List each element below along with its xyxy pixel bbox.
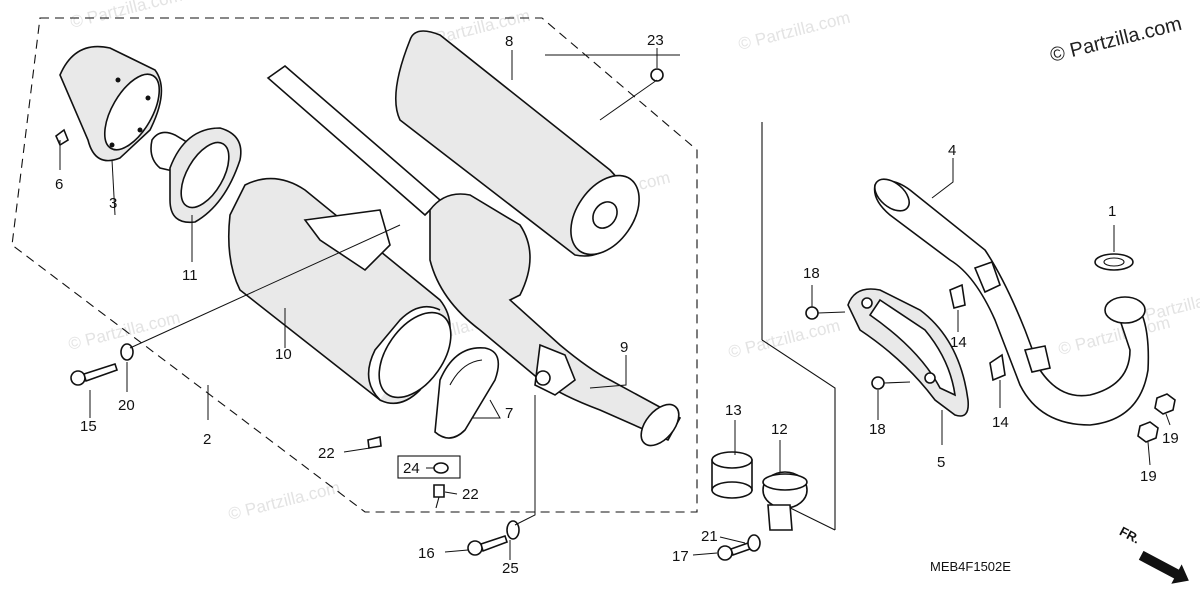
nut-19-lower — [1137, 421, 1159, 443]
callout-label: 18 — [803, 265, 820, 282]
callout-label: 3 — [109, 195, 117, 212]
callout-label: 7 — [505, 405, 513, 422]
rivet-22-upper — [367, 436, 382, 449]
watermark: © Partzilla.com — [226, 478, 342, 524]
diagram-code: MEB4F1502E — [930, 559, 1011, 574]
callout-label: 12 — [771, 421, 788, 438]
watermark: © Partzilla.com — [736, 8, 852, 54]
clip — [989, 353, 1006, 382]
callout-label: 21 — [701, 528, 718, 545]
sealer — [711, 451, 753, 499]
gasket — [1094, 253, 1134, 271]
clip — [949, 283, 966, 309]
muffler-band — [434, 347, 500, 439]
muffler-core — [266, 64, 682, 447]
nut-23 — [650, 68, 664, 82]
exhaust-pipe — [873, 178, 1150, 426]
rivet-22-lower — [433, 484, 445, 509]
callout-label: 13 — [725, 402, 742, 419]
leader-lines — [59, 48, 1171, 560]
copyright-text: © Partzilla.com — [1048, 13, 1184, 67]
callout-label: 15 — [80, 418, 97, 435]
front-arrow-icon: FR. — [1117, 524, 1189, 584]
callout-label: 2 — [203, 431, 211, 448]
washer-25 — [506, 520, 520, 540]
heat-guard — [847, 288, 970, 417]
callout-label: 5 — [937, 454, 945, 471]
callout-label: 20 — [118, 397, 135, 414]
watermark: © Partzilla.com — [68, 0, 184, 32]
callout-label: 23 — [647, 32, 664, 49]
callout-label: 6 — [55, 176, 63, 193]
callout-label: 8 — [505, 33, 513, 50]
bolt-16 — [467, 534, 509, 556]
washer-21 — [747, 534, 761, 552]
callout-label: 19 — [1140, 468, 1157, 485]
callout-label: 22 — [462, 486, 479, 503]
callout-label: 4 — [948, 142, 956, 159]
bolt-18-upper — [805, 306, 846, 320]
callout-label: 14 — [950, 334, 967, 351]
callout-label: 25 — [502, 560, 519, 577]
callout-label: 18 — [869, 421, 886, 438]
callout-label: 9 — [620, 339, 628, 356]
nut-19-upper — [1154, 393, 1176, 415]
bolt-15 — [70, 362, 119, 386]
callout-label: 24 — [403, 460, 420, 477]
end-cap-inner — [150, 127, 242, 224]
callout-labels: 1 2 3 4 5 6 7 8 9 10 11 12 13 14 14 15 1… — [55, 32, 1179, 577]
callout-label: 14 — [992, 414, 1009, 431]
callout-label: 11 — [182, 267, 198, 284]
callout-label: 1 — [1108, 203, 1116, 220]
callout-label: 17 — [672, 548, 689, 565]
end-cap — [59, 45, 163, 162]
washer-24 — [433, 462, 449, 474]
muffler-body — [227, 177, 452, 405]
rivet-6 — [55, 128, 69, 147]
front-arrow-label: FR. — [1117, 524, 1143, 547]
bolt-18-lower — [871, 376, 911, 390]
silencer-cover — [395, 30, 640, 257]
callout-label: 16 — [418, 545, 435, 562]
callout-24-box — [397, 455, 461, 479]
washer-20 — [120, 343, 134, 361]
muffler-assembly-outline — [11, 17, 698, 513]
callout-label: 19 — [1162, 430, 1179, 447]
callout-label: 10 — [275, 346, 292, 363]
bolt-17 — [717, 541, 752, 561]
clamp — [762, 471, 808, 531]
callout-label: 22 — [318, 445, 335, 462]
